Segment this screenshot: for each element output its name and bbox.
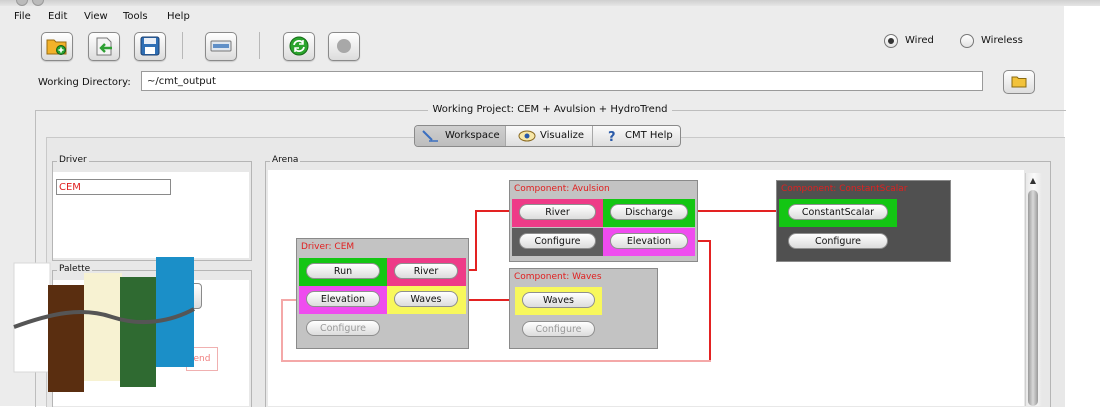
- menu-file[interactable]: File: [14, 11, 31, 22]
- floppy-disk-icon: [140, 36, 160, 56]
- wire: [709, 240, 711, 362]
- import-arrow-icon: [96, 37, 112, 56]
- browse-directory-button[interactable]: [1003, 70, 1035, 94]
- discharge-button[interactable]: Discharge: [610, 204, 688, 220]
- waves-button[interactable]: Waves: [394, 291, 458, 307]
- menu-edit[interactable]: Edit: [48, 11, 68, 22]
- configure-button[interactable]: Configure: [788, 233, 888, 249]
- driver-cem-river-port: River: [387, 258, 466, 286]
- avulsion-configure-cell: Configure: [512, 228, 603, 256]
- driver-cem-node[interactable]: Driver: CEM Run River Elevation Waves Co…: [296, 238, 469, 349]
- configure-button[interactable]: Configure: [522, 321, 595, 337]
- new-project-button[interactable]: [41, 32, 73, 61]
- tab-workspace[interactable]: Workspace: [415, 126, 506, 146]
- window-titlebar: [0, 0, 1100, 6]
- tab-visualize[interactable]: Visualize: [506, 126, 593, 146]
- waves-configure-cell: Configure: [515, 316, 602, 344]
- working-directory-input[interactable]: ~/cmt_output: [141, 71, 983, 91]
- palette-panel-title: Palette: [57, 264, 93, 274]
- menu-tools[interactable]: Tools: [123, 11, 148, 22]
- view-tabbar: Workspace Visualize ? CMT Help: [414, 125, 681, 147]
- wire: [465, 299, 511, 301]
- arena-panel-title: Arena: [270, 155, 301, 165]
- wireless-radio[interactable]: [960, 34, 974, 48]
- driver-cem-configure-cell: Configure: [299, 315, 387, 343]
- constant-scalar-port: ConstantScalar: [779, 199, 897, 227]
- wire: [475, 210, 477, 271]
- avulsion-component-node[interactable]: Component: Avulsion River Discharge Conf…: [509, 180, 698, 262]
- arena-panel: Arena: [265, 155, 1051, 407]
- save-project-button[interactable]: [134, 32, 166, 61]
- driver-cem-waves-port: Waves: [387, 286, 466, 314]
- run-button[interactable]: Run: [306, 263, 380, 279]
- constant-scalar-button[interactable]: ConstantScalar: [788, 204, 888, 220]
- elevation-button[interactable]: Elevation: [306, 291, 380, 307]
- folder-icon: [1011, 76, 1027, 88]
- wireless-label: Wireless: [981, 35, 1023, 46]
- waves-button[interactable]: Waves: [522, 292, 595, 308]
- menu-help[interactable]: Help: [167, 11, 190, 22]
- open-project-button[interactable]: [88, 32, 120, 61]
- wire: [281, 360, 711, 362]
- toolbar-separator: [182, 32, 183, 59]
- project-title: Working Project: CEM + Avulsion + HydroT…: [428, 104, 672, 115]
- tab-cmt-help[interactable]: ? CMT Help: [608, 130, 673, 143]
- constant-scalar-configure-cell: Configure: [779, 228, 897, 256]
- stop-icon: [337, 39, 351, 53]
- elevation-button[interactable]: Elevation: [610, 233, 688, 249]
- avulsion-discharge-port: Discharge: [603, 199, 695, 227]
- run-button[interactable]: [283, 32, 315, 61]
- driver-panel-title: Driver: [57, 155, 89, 165]
- wired-radio[interactable]: [884, 34, 898, 48]
- svg-text:?: ?: [608, 130, 616, 143]
- avulsion-elevation-port: Elevation: [603, 228, 695, 256]
- configure-button[interactable]: Configure: [306, 320, 380, 336]
- refresh-run-icon: [289, 36, 309, 56]
- river-button[interactable]: River: [394, 263, 458, 279]
- driver-field[interactable]: CEM: [56, 179, 171, 195]
- wire: [696, 240, 711, 242]
- wire: [281, 299, 297, 301]
- driver-cem-run-port: Run: [299, 258, 387, 286]
- folder-add-icon: [46, 39, 67, 55]
- constant-scalar-title: Component: ConstantScalar: [781, 184, 908, 194]
- driver-cem-elevation-port: Elevation: [299, 286, 387, 314]
- eye-icon: [518, 130, 536, 142]
- menu-view[interactable]: View: [84, 11, 108, 22]
- csdms-logo-icon: [13, 257, 195, 392]
- waves-title: Component: Waves: [514, 272, 602, 282]
- avulsion-title: Component: Avulsion: [514, 184, 610, 194]
- configure-button[interactable]: Configure: [519, 233, 596, 249]
- scrollbar-thumb[interactable]: [1028, 190, 1038, 406]
- wired-label: Wired: [905, 35, 934, 46]
- waves-waves-port: Waves: [515, 287, 602, 315]
- river-button[interactable]: River: [519, 204, 596, 220]
- avulsion-river-port: River: [512, 199, 603, 227]
- driver-cem-title: Driver: CEM: [301, 242, 355, 252]
- toolbar-separator: [259, 32, 260, 59]
- question-mark-icon: ?: [608, 130, 616, 143]
- stop-button[interactable]: [328, 32, 360, 61]
- scroll-up-arrow-icon[interactable]: ▲: [1029, 176, 1037, 185]
- terminal-icon: [210, 40, 232, 52]
- constant-scalar-component-node[interactable]: Component: ConstantScalar ConstantScalar…: [776, 180, 951, 262]
- pencil-icon: [422, 130, 438, 142]
- wire: [281, 299, 283, 362]
- working-directory-label: Working Directory:: [38, 77, 131, 88]
- wire: [475, 210, 511, 212]
- driver-panel: Driver: [52, 155, 252, 261]
- console-button[interactable]: [205, 32, 237, 61]
- wire: [465, 269, 477, 271]
- wire: [696, 210, 778, 212]
- waves-component-node[interactable]: Component: Waves Waves Configure: [509, 268, 658, 349]
